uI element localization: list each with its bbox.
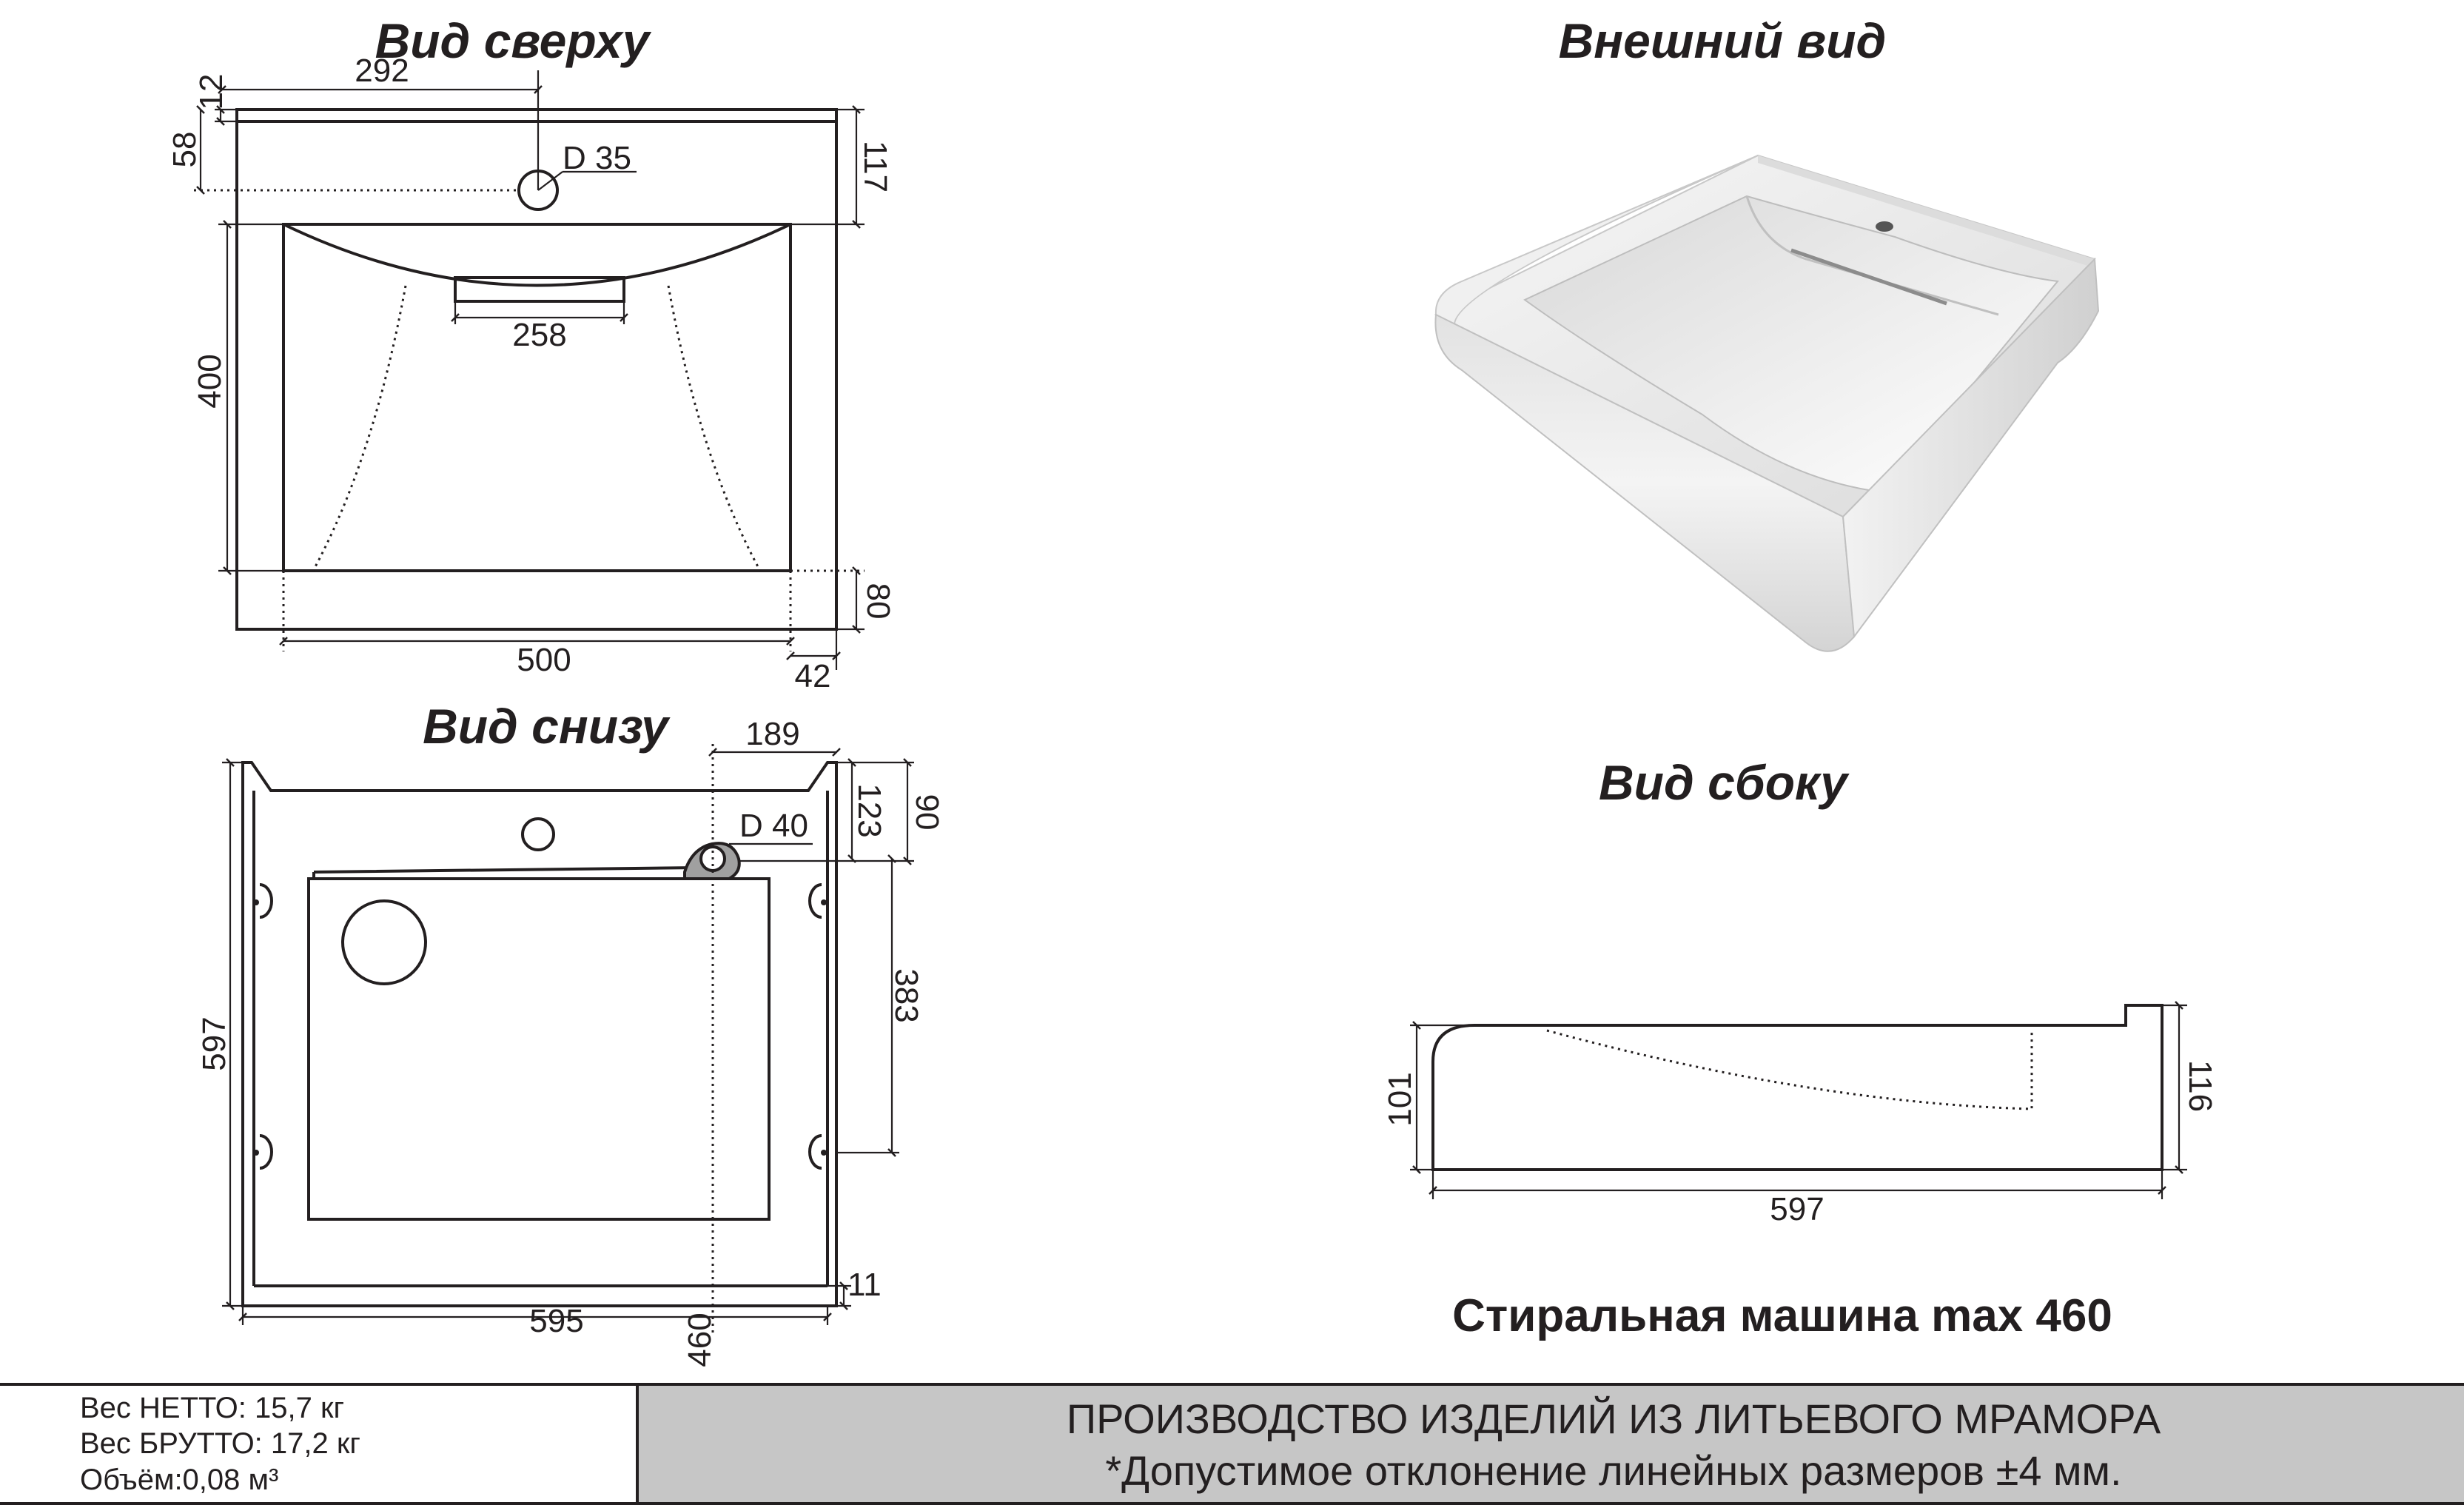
dim-500: 500 [517,642,571,678]
bottom-view-title: Вид снизу [423,699,671,754]
washing-machine-space [307,877,771,1221]
volume: Объём:0,08 м³ [80,1464,278,1496]
top-view-outline [235,108,838,631]
dim-460: 460 [682,1313,718,1367]
mounting-holes [253,883,827,1170]
sink-render [1434,154,2100,652]
sink-tap-hole [1876,221,1893,232]
side-view: Вид сбоку 101 116 597 Стиральная машина … [1382,755,2218,1341]
exterior-view: Внешний вид [1434,13,2100,652]
dim-189: 189 [745,716,799,752]
overflow-slot [454,276,625,303]
side-view-title: Вид сбоку [1599,755,1850,810]
footer-panel [637,1386,2464,1505]
side-view-outline [1431,1004,2163,1171]
bottom-view: Вид снизу 189 123 90 [196,699,945,1367]
dim-597-side: 597 [1770,1191,1824,1227]
hole-diameter-label: D 35 [563,140,631,176]
bottom-view-outline [241,761,838,1307]
dim-80: 80 [860,583,896,620]
dim-11: 11 [847,1267,882,1303]
footer-tolerance: *Допустимое отклонение линейных размеров… [1105,1447,2121,1494]
weight-gross: Вес БРУТТО: 17,2 кг [80,1427,360,1460]
top-view: Вид сверху 292 12 58 D 35 [167,13,896,694]
dim-101: 101 [1382,1072,1418,1126]
footer-title: ПРОИЗВОДСТВО ИЗДЕЛИЙ ИЗ ЛИТЬЕВОГО МРАМОР… [1067,1395,2161,1442]
top-view-bowl [282,223,792,572]
dim-116: 116 [2182,1060,2218,1112]
top-view-title: Вид сверху [375,13,652,68]
dim-123: 123 [851,783,887,837]
dim-400: 400 [192,354,228,408]
drain-hole [341,899,427,985]
dim-597: 597 [196,1016,232,1070]
title-block: Вес НЕТТО: 15,7 кг Вес БРУТТО: 17,2 кг О… [0,1383,2464,1505]
dim-292: 292 [355,53,409,89]
dim-383: 383 [888,968,924,1022]
washing-machine-note: Стиральная машина max 460 [1452,1290,2112,1341]
dim-12: 12 [193,74,229,110]
dim-258: 258 [512,317,566,353]
exterior-view-title: Внешний вид [1559,13,1887,68]
dim-117: 117 [857,141,893,192]
dim-42: 42 [795,658,831,694]
tap-hole-bottom [521,817,555,851]
dim-58: 58 [167,132,203,168]
dim-90: 90 [909,794,945,831]
drain-diameter-label: D 40 [739,808,808,844]
weight-net: Вес НЕТТО: 15,7 кг [80,1392,344,1424]
dim-595: 595 [529,1303,583,1339]
